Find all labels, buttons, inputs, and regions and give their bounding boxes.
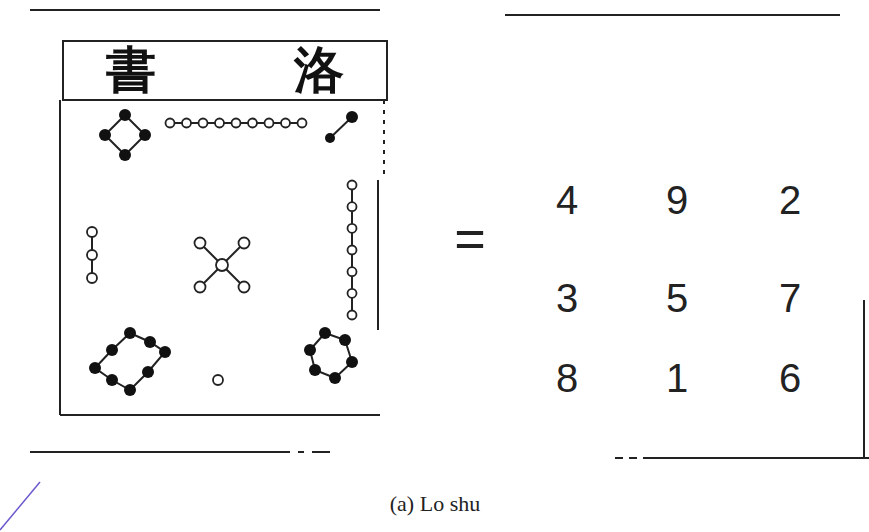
title-box: 書 洛 — [62, 40, 388, 101]
grid-number: 2 — [779, 178, 801, 223]
title-text: 書 洛 — [106, 44, 343, 97]
figure-caption: (a) Lo shu — [390, 491, 480, 517]
equals-sign: = — [454, 207, 486, 269]
grid-number: 5 — [666, 276, 688, 321]
grid-number: 1 — [666, 356, 688, 401]
grid-number: 3 — [556, 276, 578, 321]
grid-number: 7 — [779, 276, 801, 321]
grid-number: 6 — [779, 356, 801, 401]
grid-number: 4 — [556, 178, 578, 223]
grid-number: 8 — [556, 356, 578, 401]
grid-number: 9 — [666, 178, 688, 223]
